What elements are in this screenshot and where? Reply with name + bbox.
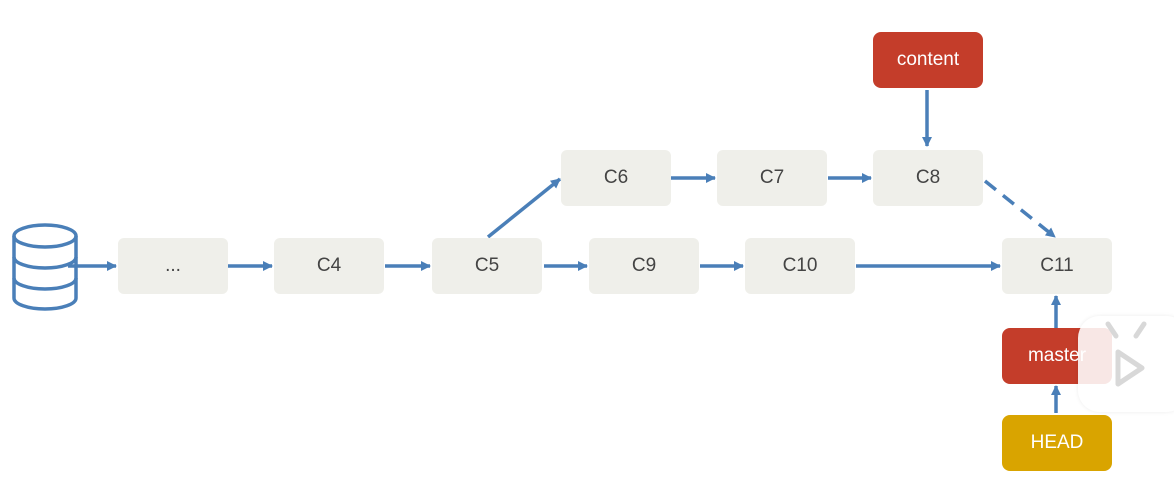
branch-content: content — [873, 32, 983, 88]
video-play-badge[interactable] — [1078, 316, 1174, 412]
node-c5: C5 — [432, 238, 542, 294]
node-c4: C4 — [274, 238, 384, 294]
node-c7: C7 — [717, 150, 827, 206]
edge-c8-c11 — [983, 179, 1057, 239]
node-c8: C8 — [873, 150, 983, 206]
node-c6: C6 — [561, 150, 671, 206]
node-c10: C10 — [745, 238, 855, 294]
edge-c5-c6 — [486, 177, 562, 239]
database-icon — [12, 223, 78, 311]
node-c9: C9 — [589, 238, 699, 294]
node-c11: C11 — [1002, 238, 1112, 294]
head-pointer: HEAD — [1002, 415, 1112, 471]
node-ellipsis: ... — [118, 238, 228, 294]
video-play-badge-icon — [1105, 321, 1147, 387]
